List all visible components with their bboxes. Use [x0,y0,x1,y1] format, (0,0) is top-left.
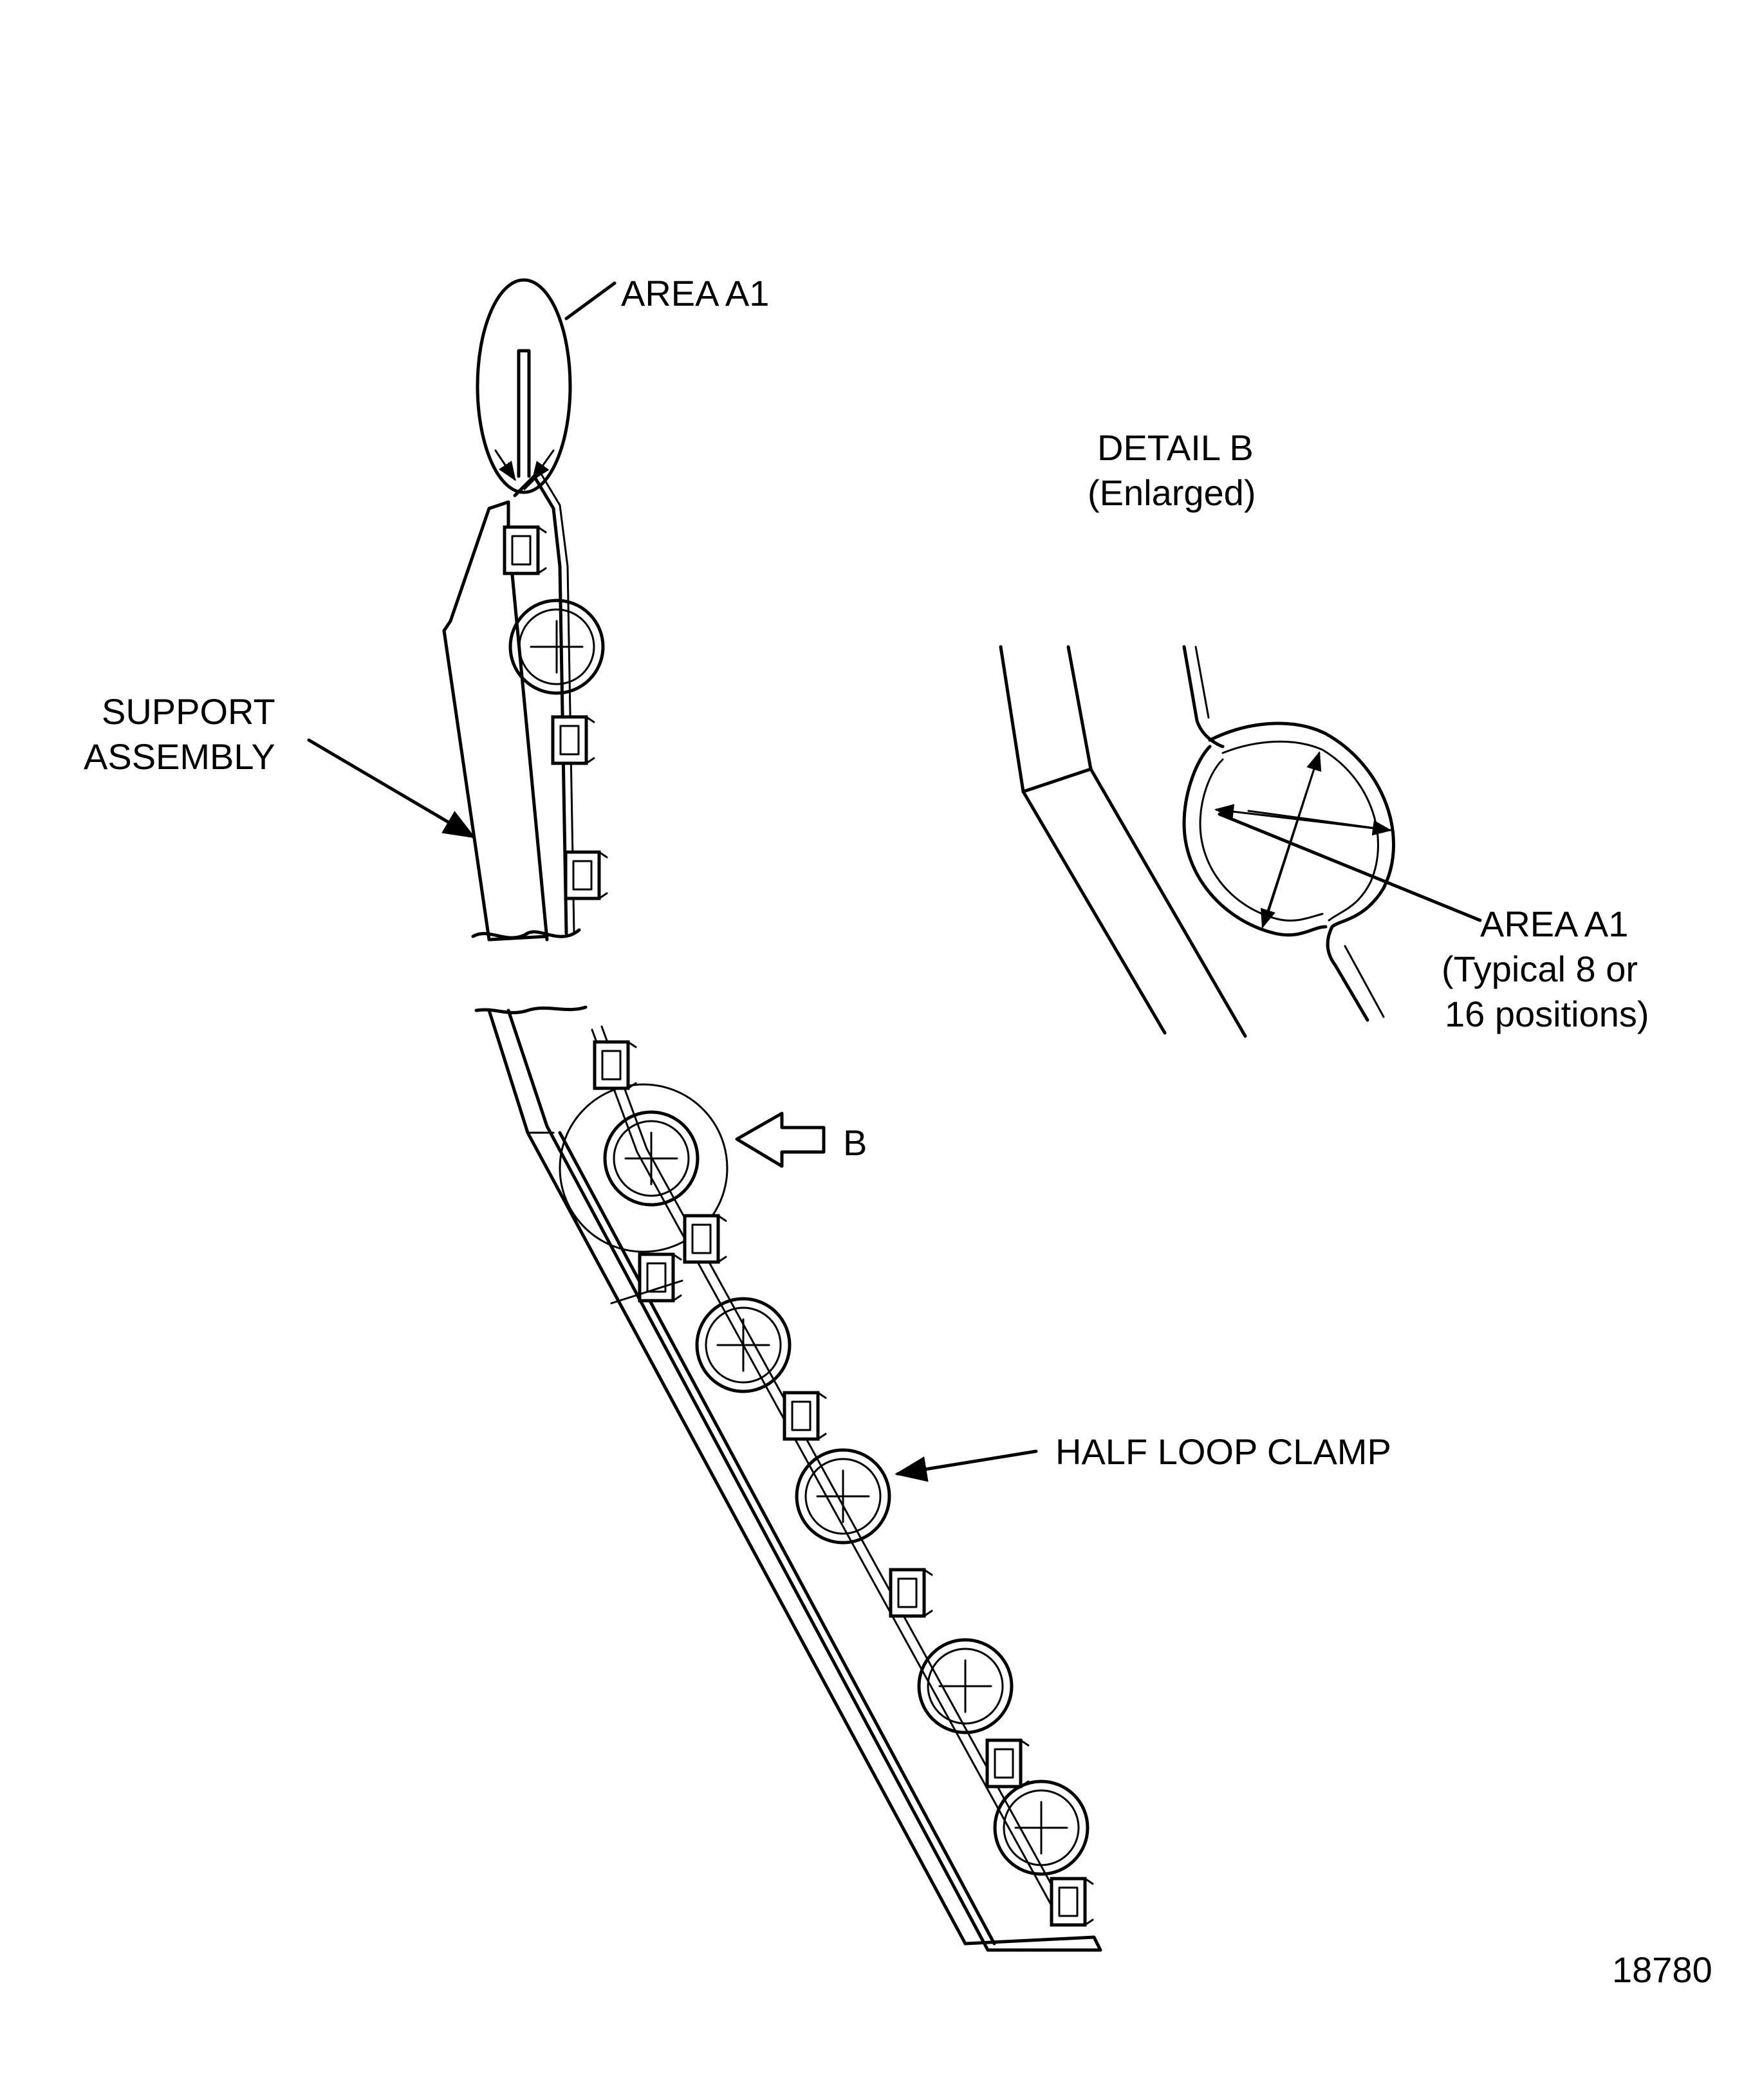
lower-bolt-block-1 [595,1042,636,1088]
lower-bolt-block-5 [891,1570,932,1616]
lower-clamp-loop-1 [605,1112,698,1205]
lower-bolt-block-7 [1052,1879,1093,1925]
support-assembly-leader [307,738,476,839]
detail-b-subtitle: (Enlarged) [1088,472,1256,513]
half-loop-clamp-leader [895,1449,1038,1482]
area-a1-detail-note-2: 16 positions) [1445,994,1649,1034]
area-a1-detail-note-1: (Typical 8 or [1442,949,1638,989]
lower-bolt-block-3 [640,1254,681,1301]
area-a1-ellipse [476,278,572,494]
area-a1-label: AREA A1 [621,273,769,313]
lower-clamp-loop-4 [919,1640,1012,1733]
detail-b-circle [559,1083,728,1253]
upper-clamp-loop [510,600,603,693]
support-assembly-label-line2: ASSEMBLY [84,736,275,777]
upper-bolt-block-2 [553,717,594,763]
view-b-label: B [843,1122,867,1163]
upper-bolt-block-3 [566,852,607,898]
lower-bolt-block-6 [987,1740,1028,1787]
detail-b-title: DETAIL B [1097,427,1254,468]
half-loop-clamp-label: HALF LOOP CLAMP [1055,1431,1391,1472]
area-a1-detail-leader [1218,812,1482,922]
detail-b-enlarged-view [999,645,1395,1038]
lower-bolt-block-4 [784,1393,826,1439]
area-a1-detail-label: AREA A1 [1480,904,1628,944]
lower-clamp-loop-3 [797,1450,889,1543]
figure-number: 18780 [1612,1949,1712,1990]
support-assembly-label-line1: SUPPORT [102,691,275,732]
lower-bolt-block-2 [685,1216,726,1262]
lower-support-segment [474,1005,1102,1952]
area-a1-leader [564,281,617,321]
upper-bolt-block-1 [505,527,546,573]
lower-clamp-loop-2 [697,1299,790,1391]
view-b-arrow [735,1111,826,1168]
